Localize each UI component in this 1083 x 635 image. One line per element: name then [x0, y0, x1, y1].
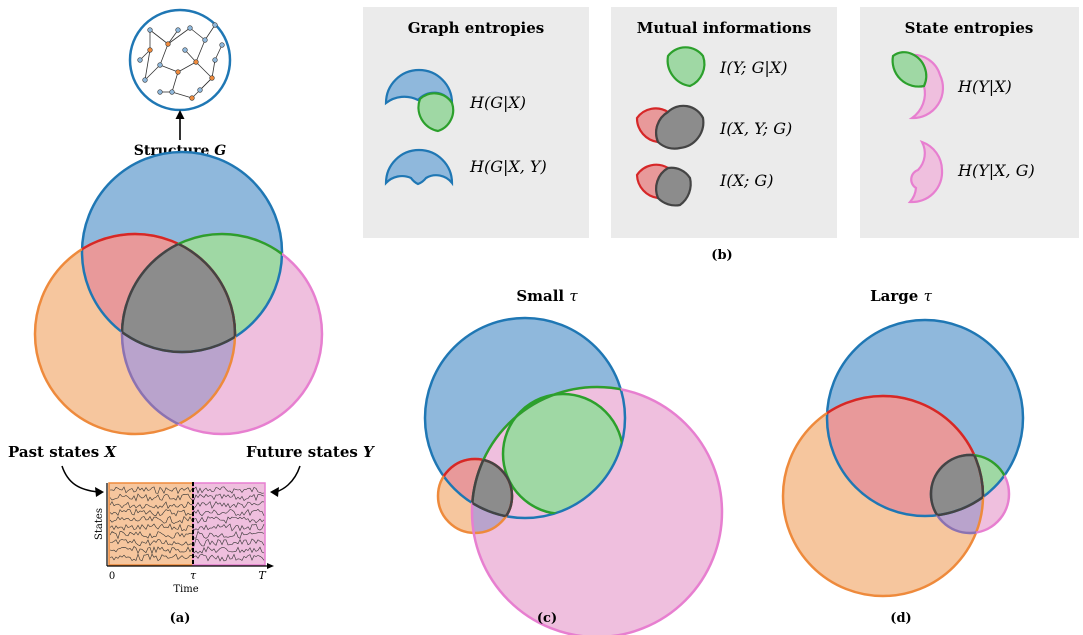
title-small-tau: Small τ: [516, 287, 578, 305]
panel-c: Small τ (c): [423, 287, 724, 635]
timeseries-trace: [109, 486, 265, 495]
ts-tick-0: 0: [109, 571, 115, 582]
box-title-state: State entropies: [905, 19, 1034, 37]
term-H-G-given-X: H(G|X): [469, 93, 526, 112]
timeseries-trace: [109, 508, 265, 517]
venn-main: [33, 150, 324, 436]
panel-a: Structure G: [8, 8, 375, 626]
term-I-XY-G: I(X, Y; G): [719, 119, 792, 138]
timeseries-trace: [109, 515, 265, 524]
timeseries-trace: [109, 501, 265, 509]
term-H-Y-given-X: H(Y|X): [957, 77, 1012, 96]
box-title-graph: Graph entropies: [408, 19, 545, 37]
timeseries-plot: States 0 τ T Time: [94, 482, 274, 595]
glyph-H-Y-given-XG: [907, 140, 944, 204]
glyph-I-XY-G: [635, 104, 705, 150]
caption-d: (d): [890, 611, 911, 626]
timeseries-trace: [109, 538, 265, 547]
term-I-X-G: I(X; G): [719, 171, 773, 190]
past-states-label: Past states X: [8, 443, 117, 461]
title-large-tau: Large τ: [870, 287, 932, 305]
box-title-mutual: Mutual informations: [637, 19, 812, 37]
timeseries-trace: [109, 553, 265, 562]
timeseries-trace: [109, 493, 265, 502]
term-I-Y-G-given-X: I(Y; G|X): [719, 58, 787, 77]
ts-ylabel: States: [94, 508, 105, 540]
glyph-I-X-G: [635, 163, 692, 207]
term-H-G-given-XY: H(G|X, Y): [469, 157, 547, 176]
box-state-entropies: [860, 7, 1079, 238]
glyph-I-Y-G-given-X: [666, 46, 706, 88]
caption-c: (c): [537, 611, 557, 626]
ts-tick-T: T: [258, 569, 267, 582]
network-structure-icon: [128, 8, 232, 112]
glyph-H-G-given-XY: [384, 148, 454, 187]
ts-tick-tau: τ: [190, 569, 197, 582]
glyph-H-Y-given-X: [891, 51, 945, 120]
timeseries-trace: [109, 530, 265, 540]
caption-b: (b): [711, 248, 732, 263]
panel-b: Graph entropies Mutual informations Stat…: [363, 7, 1079, 263]
future-states-label: Future states Y: [246, 443, 375, 461]
box-graph-entropies: [363, 7, 589, 238]
structure-arrow: [175, 110, 185, 140]
term-H-Y-given-XG: H(Y|X, G): [957, 161, 1035, 180]
timeseries-trace: [109, 523, 265, 532]
glyph-H-G-given-X: [384, 68, 455, 133]
future-arrow: [275, 465, 301, 493]
panel-d: Large τ (d): [781, 287, 1025, 626]
caption-a: (a): [170, 611, 191, 626]
ts-xlabel: Time: [173, 584, 198, 595]
past-arrow: [61, 465, 99, 493]
timeseries-trace: [109, 546, 265, 555]
